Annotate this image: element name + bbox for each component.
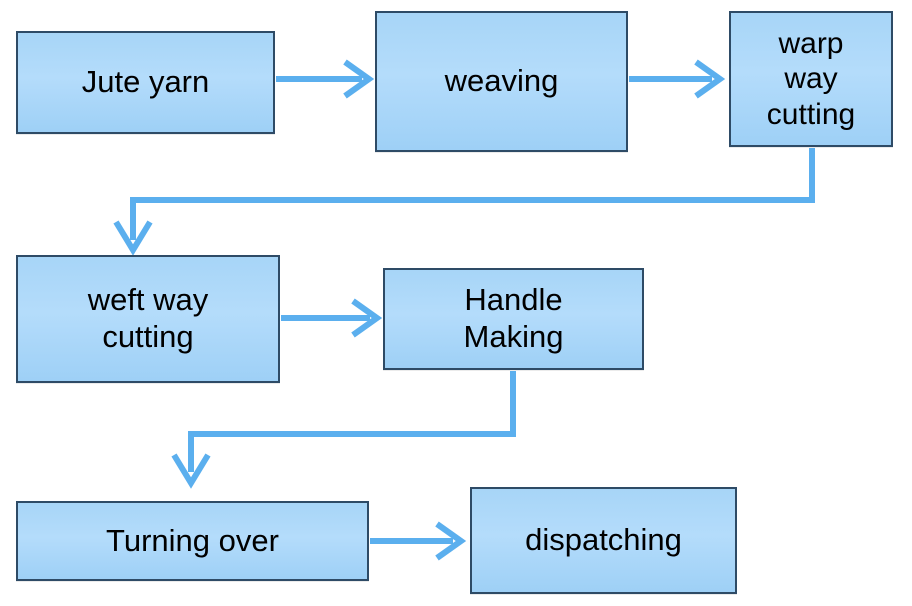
node-label: weft way cutting [87, 282, 209, 354]
node-label: Turning over [106, 522, 279, 558]
node-label: dispatching [525, 522, 682, 558]
node-label: Handle Making [463, 282, 564, 354]
node-label: Jute yarn [81, 64, 210, 100]
process-node-jute-yarn[interactable]: Jute yarn [16, 31, 275, 134]
edge-turning-over-to-dispatching [370, 521, 467, 561]
process-node-handle-making[interactable]: Handle Making [383, 268, 644, 370]
edge-weft-cutting-to-handle-making [281, 298, 383, 338]
edge-handle-making-to-turning-over [171, 371, 516, 489]
edge-warp-cutting-to-weft-cutting [113, 148, 815, 256]
process-node-turning-over[interactable]: Turning over [16, 501, 369, 581]
process-node-warp-way-cutting[interactable]: warp way cutting [729, 11, 893, 147]
node-label: weaving [444, 63, 559, 99]
node-label: warp way cutting [766, 26, 856, 131]
process-node-weft-way-cutting[interactable]: weft way cutting [16, 255, 280, 383]
process-node-weaving[interactable]: weaving [375, 11, 628, 152]
process-node-dispatching[interactable]: dispatching [470, 487, 737, 594]
edge-weaving-to-warp-cutting [629, 59, 726, 99]
edge-jute-yarn-to-weaving [276, 59, 375, 99]
